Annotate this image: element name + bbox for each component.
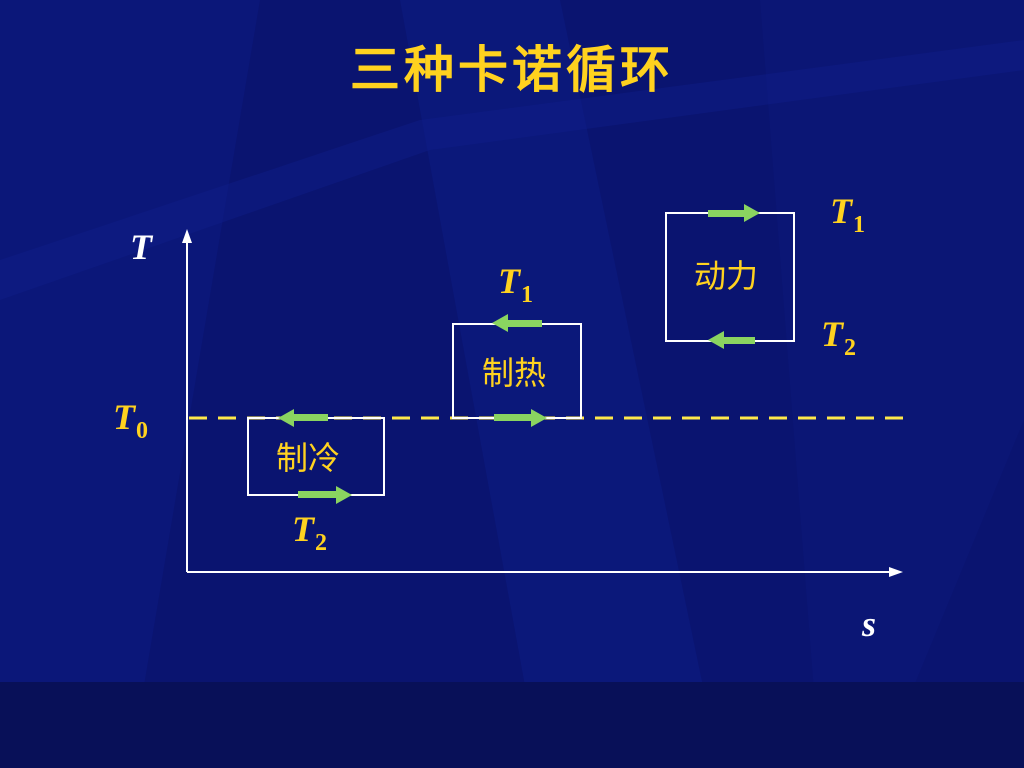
y-axis-arrowhead (182, 229, 192, 243)
arrow-power-bottom-left (708, 331, 755, 349)
t0-label-sub: 0 (136, 418, 148, 444)
y-axis-label: T (130, 227, 152, 267)
power-t2-sub: 2 (844, 335, 856, 361)
t0-label-main: T (113, 397, 135, 437)
power-t1-sub: 1 (853, 212, 865, 238)
x-axis-label: s (862, 604, 877, 644)
refrigerator-t2-sub: 2 (315, 530, 327, 556)
heat-pump-t1-main: T (498, 261, 520, 301)
heat-pump-cycle-label: 制热 (482, 354, 547, 392)
power-t1-main: T (830, 191, 852, 231)
refrigerator-t2-label: T2 (292, 511, 327, 555)
refrigerator-t2-main: T (292, 509, 314, 549)
arrow-power-top-right (708, 204, 760, 222)
x-axis-arrowhead (889, 567, 903, 577)
arrow-heat-pump-bottom-right (494, 409, 547, 427)
refrigerator-cycle-label: 制冷 (276, 439, 341, 477)
power-t1-label: T1 (830, 193, 865, 237)
heat-pump-t1-sub: 1 (521, 282, 533, 308)
power-cycle-label: 动力 (694, 257, 759, 295)
power-t2-label: T2 (821, 316, 856, 360)
power-t2-main: T (821, 314, 843, 354)
arrow-heat-pump-top-left (492, 314, 542, 332)
t0-label: T0 (113, 399, 148, 443)
arrow-refrigerator-bottom-right (298, 486, 352, 504)
arrow-refrigerator-top-left (278, 409, 328, 427)
heat-pump-t1-label: T1 (498, 263, 533, 307)
slide-title: 三种卡诺循环 (350, 41, 674, 99)
